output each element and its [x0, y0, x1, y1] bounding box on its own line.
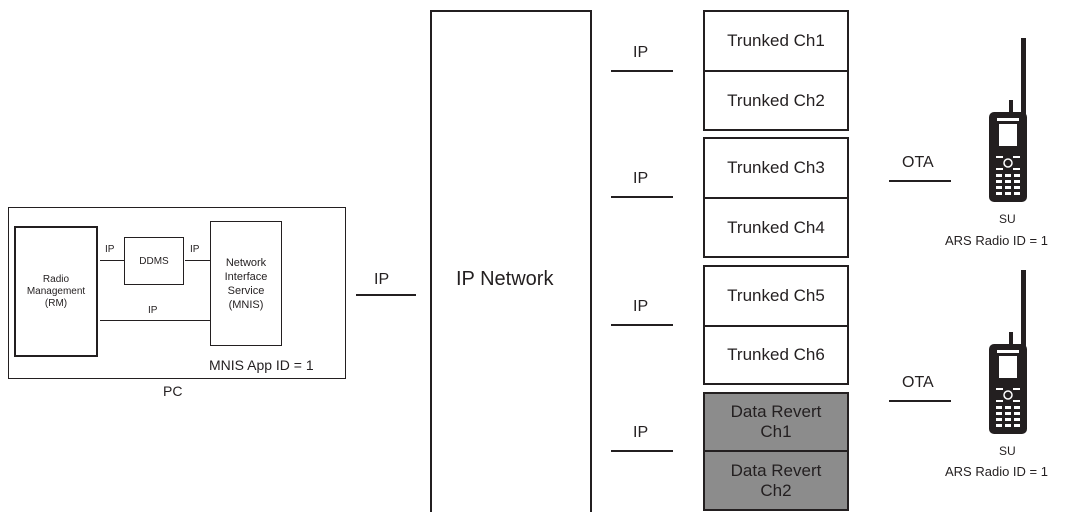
channel-label: Trunked Ch3	[727, 158, 825, 177]
pc-label: PC	[163, 383, 183, 399]
ddms-mnis-link	[185, 260, 210, 261]
ota-link-1	[889, 180, 951, 182]
ddms-box: DDMS	[124, 237, 184, 285]
ip-network-box	[430, 10, 592, 512]
rm-mnis-ip-label: IP	[148, 305, 158, 316]
group3-ip-label: IP	[633, 298, 649, 315]
mnis-box: Network Interface Service (MNIS)	[210, 221, 282, 346]
radio-handset-icon	[989, 38, 1027, 202]
channel-label: Trunked Ch5	[727, 286, 825, 305]
pc-network-ip-label: IP	[374, 271, 390, 288]
channel-label: Trunked Ch1	[727, 31, 825, 50]
pc-network-link	[356, 294, 416, 296]
ddms-label: DDMS	[139, 255, 169, 267]
radio-management-label: Radio Management (RM)	[26, 273, 86, 309]
channel-data-revert-ch1: Data Revert Ch1	[703, 392, 849, 452]
mnis-label: Network Interface Service (MNIS)	[224, 256, 268, 311]
channel-trunked-ch1: Trunked Ch1	[703, 10, 849, 72]
channel-label: Data Revert Ch1	[730, 402, 822, 441]
channel-trunked-ch3: Trunked Ch3	[703, 137, 849, 199]
ars-radio-id-1: ARS Radio ID = 1	[945, 233, 1048, 248]
channel-trunked-ch4: Trunked Ch4	[703, 197, 849, 258]
ota-label-2: OTA	[902, 374, 934, 391]
ota-label-1: OTA	[902, 154, 934, 171]
network-group2-link	[611, 196, 673, 198]
channel-label: Trunked Ch2	[727, 90, 825, 110]
radio-management-box: Radio Management (RM)	[14, 226, 98, 357]
ars-radio-id-2: ARS Radio ID = 1	[945, 464, 1048, 479]
network-group4-link	[611, 450, 673, 452]
rm-ddms-ip-label: IP	[105, 244, 115, 255]
channel-trunked-ch2: Trunked Ch2	[703, 70, 849, 131]
ota-link-2	[889, 400, 951, 402]
group2-ip-label: IP	[633, 170, 649, 187]
channel-trunked-ch5: Trunked Ch5	[703, 265, 849, 327]
su-label-2: SU	[999, 444, 1016, 458]
su-label-1: SU	[999, 212, 1016, 226]
group1-ip-label: IP	[633, 44, 649, 61]
mnis-app-id: MNIS App ID = 1	[209, 357, 314, 373]
network-group3-link	[611, 324, 673, 326]
radio-handset-icon	[989, 270, 1027, 434]
channel-trunked-ch6: Trunked Ch6	[703, 325, 849, 385]
rm-mnis-link	[100, 320, 210, 321]
channel-label: Trunked Ch4	[727, 217, 825, 237]
ddms-mnis-ip-label: IP	[190, 244, 200, 255]
network-group1-link	[611, 70, 673, 72]
rm-ddms-link	[100, 260, 124, 261]
ip-network-label: IP Network	[456, 268, 554, 290]
group4-ip-label: IP	[633, 424, 649, 441]
channel-data-revert-ch2: Data Revert Ch2	[703, 450, 849, 511]
channel-label: Data Revert Ch2	[730, 460, 822, 500]
channel-label: Trunked Ch6	[727, 345, 825, 364]
